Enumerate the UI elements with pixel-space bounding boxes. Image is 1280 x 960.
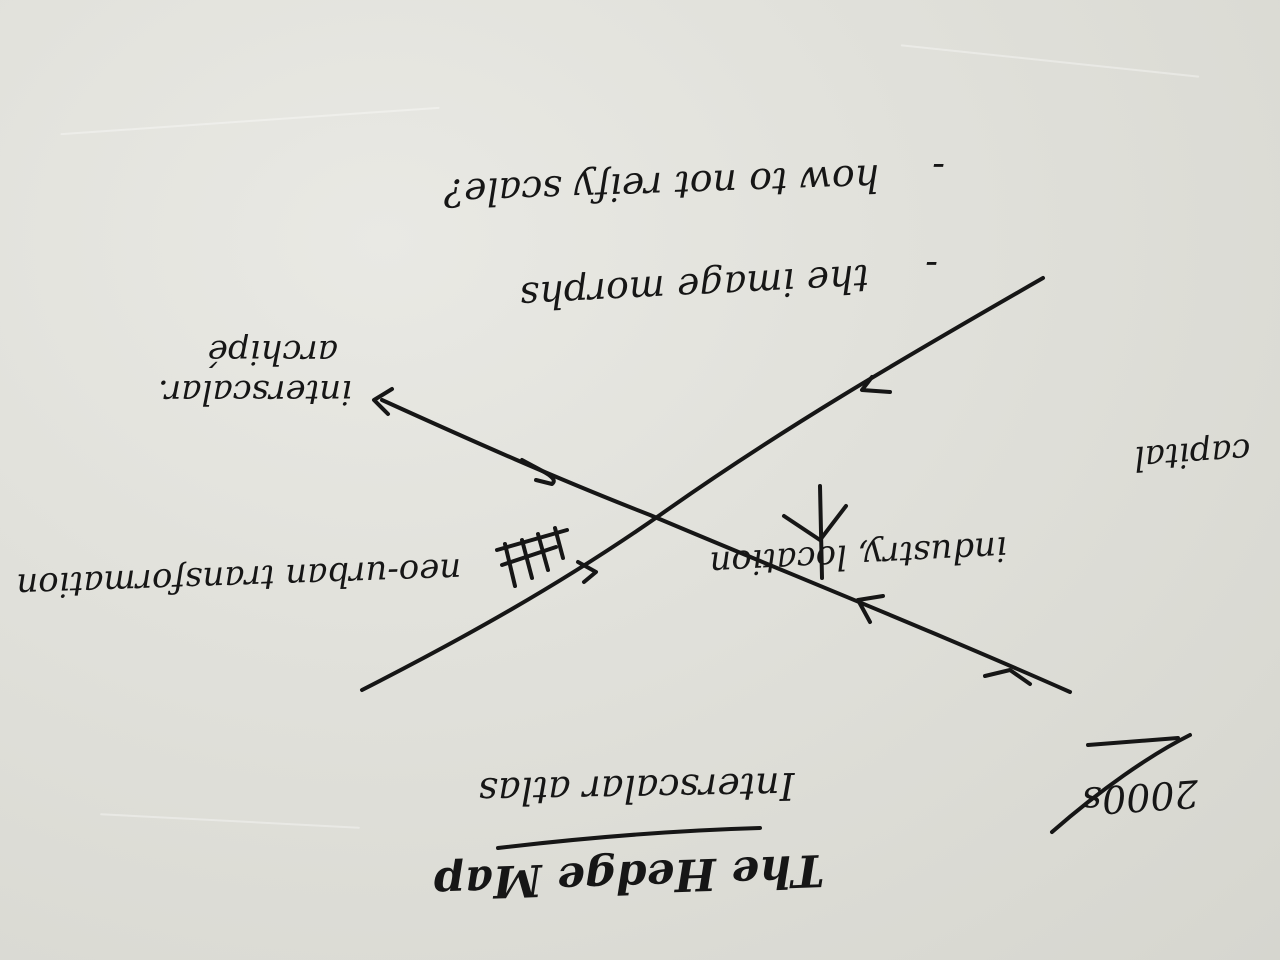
bullet-dash-2: - [932, 146, 945, 190]
label-interscalar: interscalar. [157, 372, 352, 412]
arrow-head [860, 375, 892, 394]
branch-symbol [818, 484, 824, 580]
arrow-head [983, 668, 1032, 686]
label-capital: capital [1132, 430, 1252, 479]
label-corner-date: 2000s [1080, 771, 1200, 824]
title-underline [496, 826, 762, 850]
diagonal-line-b [380, 398, 1072, 694]
arrow-head [576, 560, 598, 584]
hatch-marks [553, 526, 565, 560]
strikethrough-line [1050, 733, 1192, 834]
arrow-head [856, 594, 885, 624]
bullet-dash-1: - [925, 244, 938, 288]
map-subtitle: Interscalar atlas [478, 764, 795, 814]
arrow-head [520, 458, 556, 486]
arrow-head [372, 387, 394, 416]
branch-symbol [782, 504, 848, 542]
hatch-marks [520, 538, 534, 580]
diagonal-line-a [360, 276, 1045, 692]
strikethrough-line [1086, 736, 1180, 747]
hatch-marks [503, 542, 517, 588]
hatch-marks [536, 532, 550, 572]
label-archipelago: archipé [207, 332, 338, 372]
